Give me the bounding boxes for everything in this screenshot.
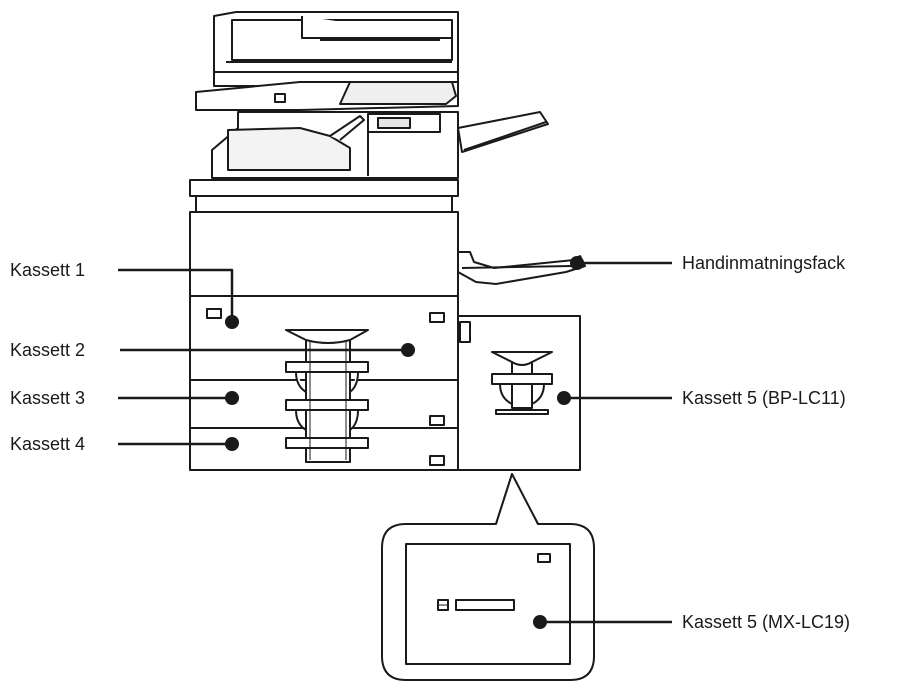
exit-tray	[457, 111, 549, 153]
mx-slot-icon	[455, 599, 515, 611]
label-cassette5-mx: Kassett 5 (MX-LC19)	[682, 612, 850, 632]
document-feeder	[213, 11, 459, 87]
cassette4-dot	[225, 437, 239, 451]
cassette2-handle-icon	[429, 312, 445, 323]
label-cassette4: Kassett 4	[10, 434, 85, 454]
bypass-tray-dot	[570, 256, 584, 270]
cassette4-handle-icon	[429, 455, 445, 466]
callout-labels: Kassett 1 Kassett 2 Kassett 3 Kassett 4 …	[10, 253, 850, 632]
leader-lines	[118, 261, 672, 624]
label-bypass-tray: Handinmatningsfack	[682, 253, 846, 273]
cassette1-handle-icon	[206, 308, 222, 319]
leader-dots	[225, 256, 584, 629]
latch-icon	[459, 321, 471, 343]
cassette2-dot	[401, 343, 415, 357]
cassette-stand	[285, 329, 369, 463]
bypass-tray-drawing	[457, 251, 586, 285]
cassette1-dot	[225, 315, 239, 329]
zoom-callout	[381, 472, 595, 681]
label-cassette2: Kassett 2	[10, 340, 85, 360]
panel-indicator-icon	[274, 93, 286, 103]
label-cassette3: Kassett 3	[10, 388, 85, 408]
cassette-handles	[206, 308, 445, 466]
operation-panel	[195, 81, 459, 111]
cassette3-dot	[225, 391, 239, 405]
cassette5-bp-dot	[557, 391, 571, 405]
scanner-base	[189, 179, 459, 213]
cassette3-handle-icon	[429, 415, 445, 426]
label-cassette5-bp: Kassett 5 (BP-LC11)	[682, 388, 846, 408]
output-area	[211, 111, 459, 179]
cassette5-mx-dot	[533, 615, 547, 629]
label-cassette1: Kassett 1	[10, 260, 85, 280]
mx-handle-icon	[537, 553, 551, 563]
